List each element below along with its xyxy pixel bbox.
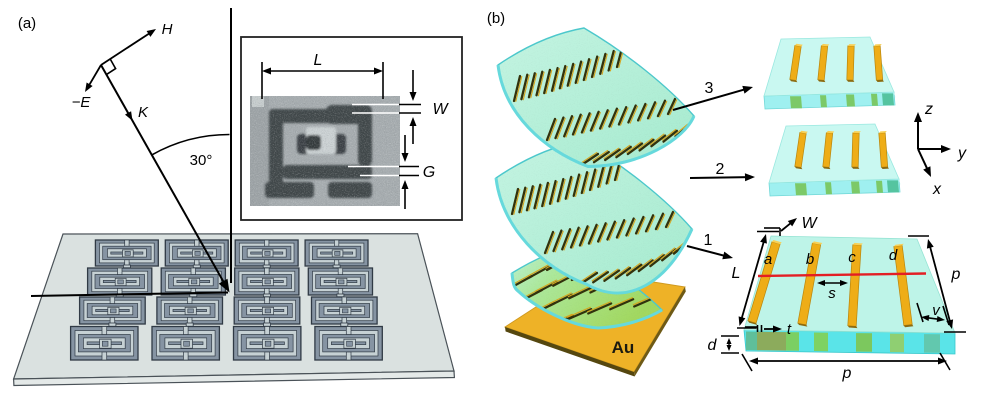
svg-text:W: W <box>432 101 449 118</box>
svg-text:(b): (b) <box>487 10 505 27</box>
svg-text:2: 2 <box>716 161 725 178</box>
svg-text:t: t <box>787 321 792 338</box>
svg-text:30°: 30° <box>190 152 213 169</box>
svg-text:L: L <box>314 52 323 69</box>
svg-text:L: L <box>732 265 741 282</box>
svg-text:p: p <box>951 266 961 283</box>
svg-text:K: K <box>138 104 149 121</box>
svg-text:y: y <box>957 145 967 162</box>
svg-text:d: d <box>889 247 898 264</box>
svg-text:W: W <box>801 215 818 232</box>
svg-text:3: 3 <box>705 80 714 97</box>
svg-text:p: p <box>842 365 852 382</box>
svg-text:(a): (a) <box>18 15 36 32</box>
svg-text:G: G <box>423 164 435 181</box>
svg-text:z: z <box>924 101 933 118</box>
svg-text:−E: −E <box>72 94 92 111</box>
svg-text:d: d <box>708 337 718 354</box>
svg-text:s: s <box>828 285 836 302</box>
svg-text:a: a <box>764 251 772 268</box>
svg-text:Au: Au <box>612 338 635 357</box>
svg-text:c: c <box>848 249 856 266</box>
svg-text:v: v <box>932 302 941 319</box>
svg-text:b: b <box>806 251 814 268</box>
svg-text:1: 1 <box>704 232 713 249</box>
svg-text:x: x <box>932 181 942 198</box>
svg-text:H: H <box>162 21 173 38</box>
